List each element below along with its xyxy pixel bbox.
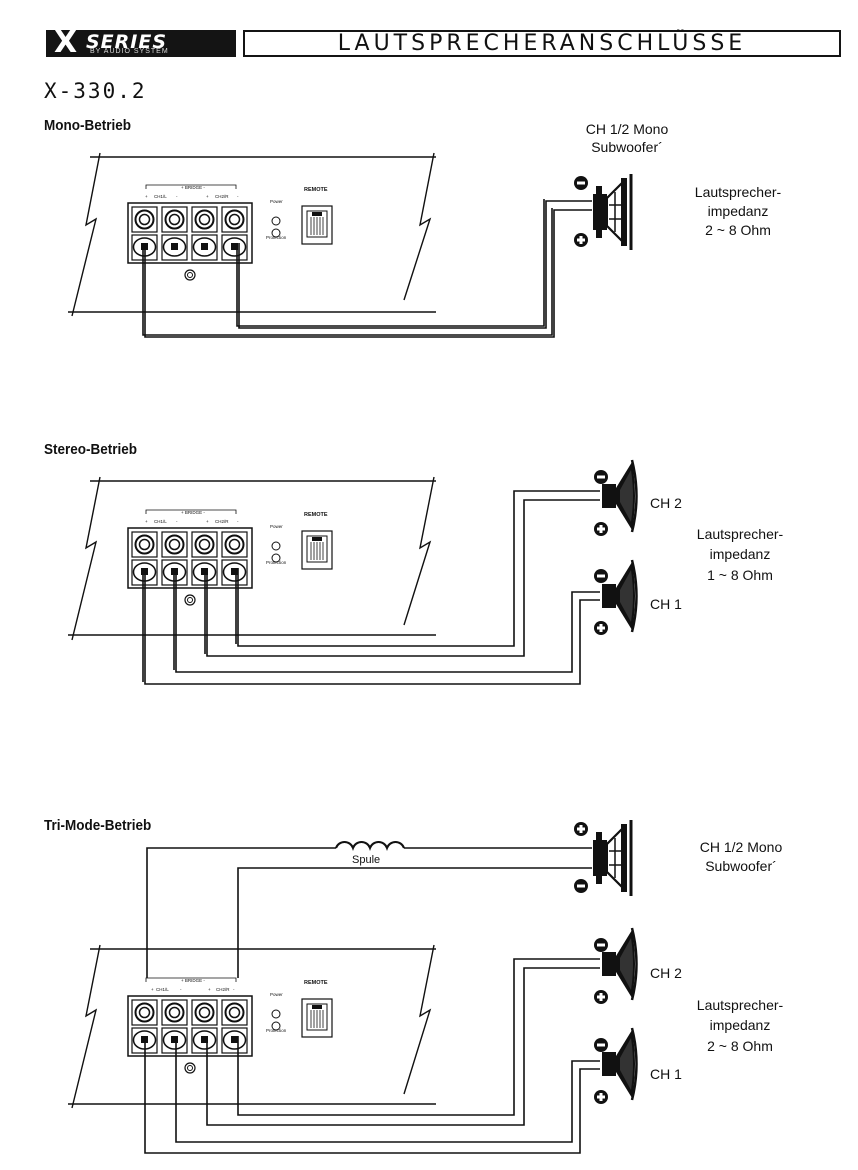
mono-impedance-1: Lautsprecher- [695,184,782,200]
amp-protection-label: Protection [266,560,287,565]
trimode-impedance-1: Lautsprecher- [697,997,784,1013]
amp-minus-label: - [237,519,239,524]
trimode-sub-label-1: CH 1/2 Mono [700,839,783,855]
mono-impedance-2: impedanz [708,203,769,219]
stereo-impedance-1: Lautsprecher- [697,526,784,542]
trimode-sub-label-2: Subwoofer´ [705,858,777,874]
section-title-mono: Mono-Betrieb [44,117,132,134]
mono-sub-label-1: CH 1/2 Mono [586,121,669,137]
amp-plus-label: + [206,519,209,524]
amp-ch1l-label: CH1/L [154,194,167,199]
amp-ch2r-label: CH2/R [215,194,229,199]
trimode-impedance-3: 2 ~ 8 Ohm [707,1038,773,1054]
mono-sub-label-2: Subwoofer´ [591,139,663,155]
logo-series: SERIES [86,31,168,53]
amp-power-label: Power [270,524,283,529]
amp-plus-label: + [145,519,148,524]
trimode-ch2-label: CH 2 [650,965,682,981]
mono-diagram [68,152,633,338]
amp-ch2r-label: CH2/R [216,987,230,992]
trimode-impedance-2: impedanz [710,1017,771,1033]
amp-plus-label: + [151,987,154,992]
amp-ch1l-label: CH1/L [154,519,167,524]
amp-minus-label: - [180,987,182,992]
amp-minus-label: - [237,194,239,199]
page-title: LAUTSPRECHERANSCHLÜSSE [337,31,747,56]
amp-plus-label: + [145,194,148,199]
amp-bridge-label: + BRIDGE - [181,978,205,983]
amp-minus-label: - [176,194,178,199]
stereo-impedance-2: impedanz [710,546,771,562]
amp-plus-label: + [208,987,211,992]
amp-protection-label: Protection [266,235,287,240]
section-title-trimode: Tri-Mode-Betrieb [44,817,152,834]
stereo-impedance-3: 1 ~ 8 Ohm [707,567,773,583]
amp-protection-label: Protection [266,1028,287,1033]
remote-label: REMOTE [304,512,328,518]
page-title-box: LAUTSPRECHERANSCHLÜSSE [243,30,841,57]
logo-by-line: BY AUDIO SYSTEM [90,48,169,55]
amp-ch1l-label: CH1/L [156,987,169,992]
stereo-ch1-label: CH 1 [650,596,682,612]
amp-power-label: Power [270,199,283,204]
remote-label: REMOTE [304,980,328,986]
remote-label: REMOTE [304,187,328,193]
brand-logo: X SERIES BY AUDIO SYSTEM [46,25,236,60]
mono-impedance-3: 2 ~ 8 Ohm [705,222,771,238]
amp-minus-label: - [176,519,178,524]
coil-label: Spule [352,854,380,866]
model-name: X-330.2 [44,79,147,103]
amp-minus-label: - [233,987,235,992]
amp-bridge-label: + BRIDGE - [181,510,205,515]
stereo-diagram [68,458,638,685]
amp-ch2r-label: CH2/R [215,519,229,524]
amp-power-label: Power [270,992,283,997]
stereo-ch2-label: CH 2 [650,495,682,511]
trimode-diagram [68,818,638,1154]
logo-x: X [54,25,77,60]
trimode-ch1-label: CH 1 [650,1066,682,1082]
amp-plus-label: + [206,194,209,199]
amp-bridge-label: + BRIDGE - [181,185,205,190]
section-title-stereo: Stereo-Betrieb [44,441,138,458]
